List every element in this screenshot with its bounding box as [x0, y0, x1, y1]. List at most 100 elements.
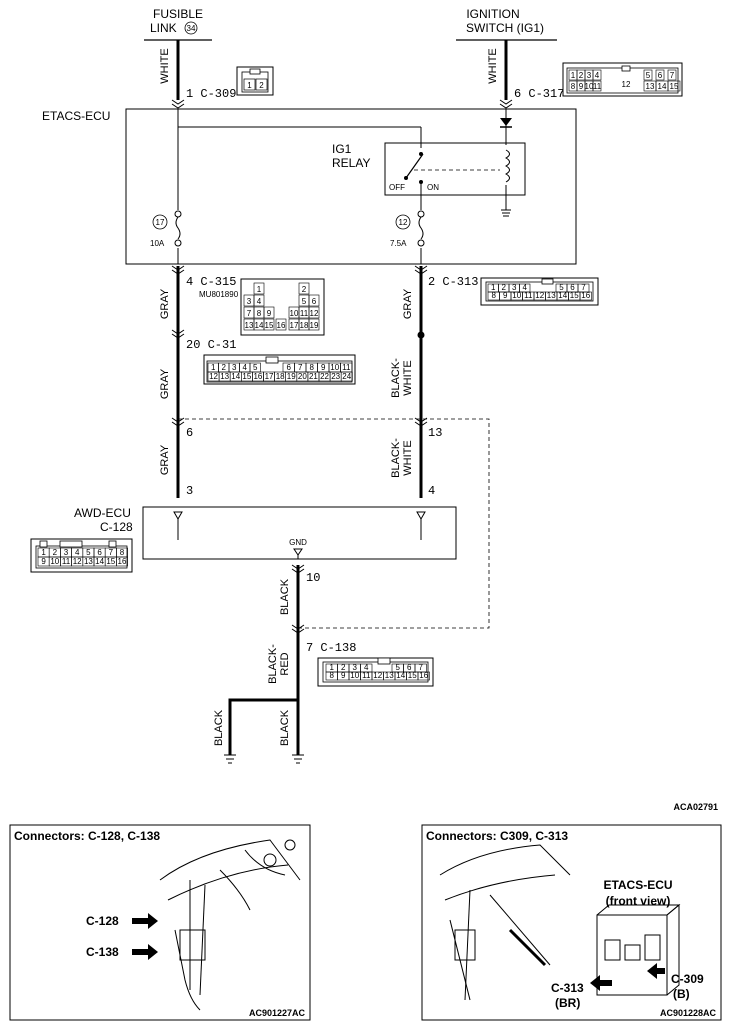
- c315-pin-label: 1: [257, 285, 262, 294]
- c138-pin-label: 10: [350, 671, 359, 680]
- relay-contact-off: [404, 176, 408, 180]
- wire-black-1: BLACK: [279, 578, 291, 615]
- panel-left-code: AC901227AC: [249, 1008, 306, 1018]
- fuse-17-icon: [175, 216, 181, 240]
- c138-pin-label: 13: [385, 671, 394, 680]
- c315-pin-label: 9: [267, 309, 272, 318]
- panel-right-c309: C-309: [671, 972, 704, 986]
- pin-3: 3: [186, 484, 193, 498]
- c313-pin-label: 11: [524, 291, 533, 300]
- wire-bw-1b: WHITE: [402, 360, 414, 395]
- c317-pin-label: 3: [587, 71, 592, 80]
- c317-pin-label: 11: [593, 82, 602, 91]
- arrow-c309-icon: [647, 963, 665, 979]
- c315-pin-label: 15: [265, 321, 274, 330]
- fuse-12-circle: [395, 214, 411, 230]
- c128-pin-label: 10: [50, 557, 59, 566]
- c315-pin-label: 2: [302, 285, 307, 294]
- panel-right-illustration: [439, 844, 681, 1001]
- c128-pin-label: 12: [73, 557, 82, 566]
- c31-pin-label: 17: [265, 372, 274, 381]
- panel-left: [9, 824, 311, 1021]
- c315-pin-cell: [263, 318, 275, 331]
- fuse-12-icon: [418, 216, 424, 240]
- c31-pin-label: 20: [298, 372, 307, 381]
- connector-c128: [30, 538, 133, 573]
- c128-pin-label: 15: [106, 557, 115, 566]
- c138-pin-label: 14: [396, 671, 405, 680]
- c313-pin-label: 8: [492, 291, 497, 300]
- c317-pin-label: 9: [579, 82, 584, 91]
- pin-c309: 1 C-309: [186, 87, 236, 101]
- ignition-label-2: SWITCH (IG1): [466, 21, 544, 35]
- c128-pin-label: 13: [84, 557, 93, 566]
- c31-pin-label: 6: [287, 363, 292, 372]
- c128-pin-label: 3: [64, 548, 69, 557]
- etacs-internal-wiring: [177, 109, 511, 264]
- panel-right-ecu1: ETACS-ECU: [603, 878, 672, 892]
- fusible-link-num-circle: [184, 21, 198, 35]
- c31-pin-label: 4: [243, 363, 248, 372]
- c31-pin-label: 12: [209, 372, 218, 381]
- pin-c31: 20 C-31: [186, 338, 236, 352]
- fuse-12-end-top: [417, 210, 425, 218]
- c31-pin-label: 19: [287, 372, 296, 381]
- c317-pin-cell: [667, 80, 681, 92]
- c317-pin-label: 4: [595, 71, 600, 80]
- panel-right-title: Connectors: C309, C-313: [426, 829, 568, 843]
- arrow-c138-icon: [132, 944, 158, 960]
- c128-pin-label: 8: [120, 548, 125, 557]
- ignition-label-1: IGNITION: [466, 7, 519, 21]
- wire-gray-4: GRAY: [159, 444, 171, 475]
- connector-c317: 12: [562, 62, 683, 97]
- c31-pin-cell: [340, 371, 353, 382]
- c313-pin-label: 1: [491, 283, 496, 292]
- c31-pin-label: 14: [231, 372, 240, 381]
- fuse-12-end-bottom: [417, 239, 425, 247]
- awd-ecu-label: AWD-ECU: [74, 506, 131, 520]
- c315-pin-cell: [275, 318, 287, 331]
- panel-right-c313: C-313: [551, 981, 584, 995]
- wire-gray-1: GRAY: [159, 288, 171, 319]
- relay-switch-arm: [405, 153, 424, 179]
- c313-pin-label: 15: [570, 291, 579, 300]
- c138-pin-label: 5: [396, 663, 401, 672]
- awd-ecu-box: [142, 506, 457, 560]
- fusible-link-label-1: FUSIBLE: [153, 7, 203, 21]
- c313-pin-label: 10: [512, 291, 521, 300]
- c138-pin-label: 12: [373, 671, 382, 680]
- c138-pin-label: 2: [341, 663, 346, 672]
- c317-pin-label: 5: [646, 71, 651, 80]
- panel-left-title: Connectors: C-128, C-138: [14, 829, 160, 843]
- c31-pin-label: 16: [253, 372, 262, 381]
- c31-pin-label: 3: [232, 363, 237, 372]
- c31-pin-label: 1: [211, 363, 216, 372]
- c31-pin-label: 9: [321, 363, 326, 372]
- fuse-17-num: 17: [156, 218, 165, 227]
- c315-pin-label: 5: [302, 297, 307, 306]
- wire-white-1: WHITE: [159, 48, 171, 83]
- relay-label-2: RELAY: [332, 156, 370, 170]
- c313-pin-label: 5: [559, 283, 564, 292]
- fuse-12-num: 12: [399, 218, 408, 227]
- etacs-ecu-label: ETACS-ECU: [42, 109, 110, 123]
- c315-pin-label: 13: [245, 321, 254, 330]
- c138-pin-label: 7: [419, 663, 424, 672]
- fuse-12-rating: 7.5A: [390, 239, 407, 248]
- c31-pin-label: 10: [330, 363, 339, 372]
- relay-off-label: OFF: [389, 183, 405, 192]
- c317-pin-label: 15: [670, 82, 679, 91]
- wire-gray-3: GRAY: [159, 368, 171, 399]
- pin-10: 10: [306, 571, 320, 585]
- wire-br-b: RED: [279, 652, 291, 675]
- c313-pin-label: 7: [581, 283, 586, 292]
- arrow-c128-icon: [132, 913, 158, 929]
- shield-dashed-line: [178, 418, 490, 629]
- wire-bw-2a: BLACK-: [390, 438, 402, 478]
- ground-branch: [228, 698, 298, 755]
- c315-pin-cell: [263, 306, 275, 319]
- awd-ecu-conn: C-128: [100, 520, 133, 534]
- c138-pin-label: 6: [407, 663, 412, 672]
- c128-pin-label: 5: [86, 548, 91, 557]
